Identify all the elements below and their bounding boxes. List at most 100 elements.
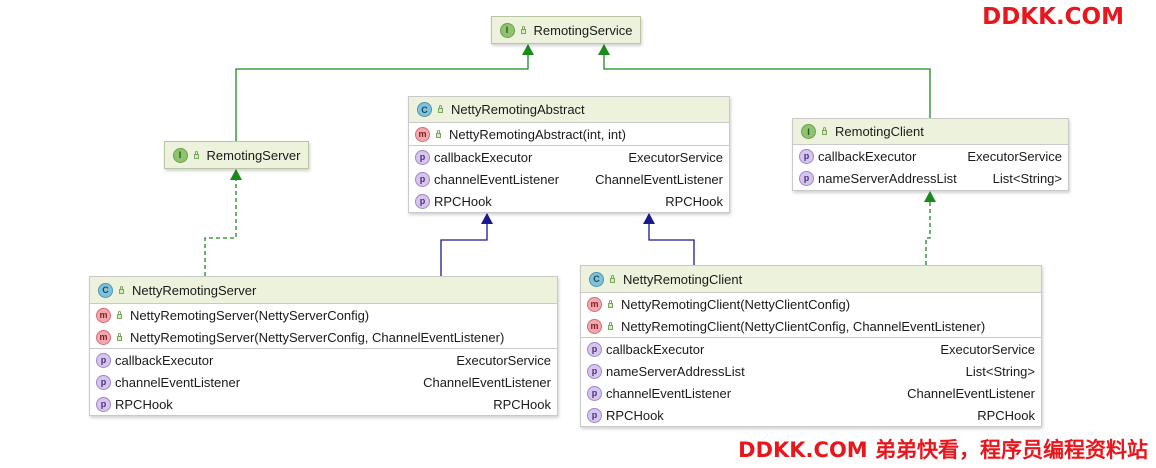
field-row[interactable]: p callbackExecutor ExecutorService <box>793 145 1068 167</box>
method-label: NettyRemotingClient(NettyClientConfig) <box>621 296 851 312</box>
watermark-top: DDKK.COM <box>982 4 1124 30</box>
fields-section: p callbackExecutor ExecutorService p nam… <box>581 338 1041 426</box>
property-icon: p <box>415 193 430 209</box>
method-row[interactable]: m NettyRemotingServer(NettyServerConfig,… <box>90 326 557 348</box>
field-type: RPCHook <box>493 396 551 412</box>
field-type: ExecutorService <box>967 148 1062 164</box>
interface-icon: I <box>801 124 816 139</box>
class-icon: C <box>98 282 113 298</box>
watermark-bottom: DDKK.COM 弟弟快看，程序员编程资料站 <box>738 438 1148 462</box>
field-name: channelEventListener <box>434 171 560 187</box>
property-icon: p <box>415 171 430 187</box>
property-icon: p <box>587 407 602 423</box>
node-remoting-server[interactable]: I RemotingServer <box>164 141 309 169</box>
arrowhead <box>230 169 242 180</box>
node-header: C NettyRemotingServer <box>90 277 557 304</box>
field-name: RPCHook <box>434 193 492 209</box>
public-visibility-icon <box>115 310 124 320</box>
method-icon: m <box>587 318 602 334</box>
method-icon: m <box>96 307 111 323</box>
property-icon: p <box>96 396 111 412</box>
edge-remotingclient-to-remotingservice <box>603 45 931 118</box>
methods-section: m NettyRemotingClient(NettyClientConfig)… <box>581 293 1041 338</box>
node-header: I RemotingServer <box>165 142 308 168</box>
field-row[interactable]: p channelEventListener ChannelEventListe… <box>581 382 1041 404</box>
method-icon: m <box>587 296 602 312</box>
node-title: RemotingServer <box>206 147 301 163</box>
edge-nettyremotingserver-to-remotingserver <box>204 170 237 276</box>
node-netty-remoting-client[interactable]: C NettyRemotingClient m NettyRemotingCli… <box>580 265 1042 427</box>
node-remoting-client[interactable]: I RemotingClient p callbackExecutor Exec… <box>792 118 1069 191</box>
arrowhead <box>598 44 610 55</box>
field-row[interactable]: p nameServerAddressList List<String> <box>793 167 1068 189</box>
method-row[interactable]: m NettyRemotingClient(NettyClientConfig,… <box>581 315 1041 337</box>
field-name: nameServerAddressList <box>606 363 745 379</box>
field-row[interactable]: p callbackExecutor ExecutorService <box>409 146 729 168</box>
arrowhead <box>924 191 936 202</box>
field-row[interactable]: p nameServerAddressList List<String> <box>581 360 1041 382</box>
method-label: NettyRemotingServer(NettyServerConfig) <box>130 307 370 323</box>
property-icon: p <box>587 385 602 401</box>
field-row[interactable]: p callbackExecutor ExecutorService <box>581 338 1041 360</box>
property-icon: p <box>799 148 814 164</box>
class-icon: C <box>417 102 432 117</box>
field-name: callbackExecutor <box>115 352 214 368</box>
interface-icon: I <box>499 22 515 38</box>
field-type: ExecutorService <box>628 149 723 165</box>
field-name: channelEventListener <box>606 385 732 401</box>
method-icon: m <box>96 329 111 345</box>
field-type: List<String> <box>992 170 1062 186</box>
method-row[interactable]: m NettyRemotingServer(NettyServerConfig) <box>90 304 557 326</box>
method-row[interactable]: m NettyRemotingAbstract(int, int) <box>409 123 729 145</box>
field-name: RPCHook <box>606 407 664 423</box>
method-icon: m <box>415 126 430 142</box>
fields-section: p callbackExecutor ExecutorService p cha… <box>409 146 729 212</box>
field-type: RPCHook <box>977 407 1035 423</box>
node-netty-remoting-abstract[interactable]: C NettyRemotingAbstract m NettyRemotingA… <box>408 96 730 213</box>
public-visibility-icon <box>820 127 829 136</box>
field-row[interactable]: p RPCHook RPCHook <box>90 393 557 415</box>
field-row[interactable]: p callbackExecutor ExecutorService <box>90 349 557 371</box>
edge-remotingserver-to-remotingservice <box>235 45 529 141</box>
public-visibility-icon <box>519 25 528 35</box>
node-title: NettyRemotingClient <box>623 271 743 287</box>
field-row[interactable]: p channelEventListener ChannelEventListe… <box>409 168 729 190</box>
field-type: ChannelEventListener <box>907 385 1035 401</box>
class-icon: C <box>589 271 604 287</box>
field-type: ExecutorService <box>940 341 1035 357</box>
public-visibility-icon <box>436 105 445 114</box>
public-visibility-icon <box>606 321 615 331</box>
field-row[interactable]: p channelEventListener ChannelEventListe… <box>90 371 557 393</box>
methods-section: m NettyRemotingServer(NettyServerConfig)… <box>90 304 557 349</box>
node-netty-remoting-server[interactable]: C NettyRemotingServer m NettyRemotingSer… <box>89 276 558 416</box>
field-type: ChannelEventListener <box>423 374 551 390</box>
field-name: callbackExecutor <box>818 148 917 164</box>
arrowhead <box>643 213 655 224</box>
method-label: NettyRemotingAbstract(int, int) <box>449 126 627 142</box>
node-remoting-service[interactable]: I RemotingService <box>491 16 641 44</box>
field-type: ExecutorService <box>456 352 551 368</box>
field-type: RPCHook <box>665 193 723 209</box>
field-name: callbackExecutor <box>606 341 705 357</box>
property-icon: p <box>587 341 602 357</box>
field-row[interactable]: p RPCHook RPCHook <box>409 190 729 212</box>
public-visibility-icon <box>192 150 201 160</box>
field-name: nameServerAddressList <box>818 170 957 186</box>
field-type: List<String> <box>965 363 1035 379</box>
public-visibility-icon <box>608 274 617 284</box>
field-name: channelEventListener <box>115 374 241 390</box>
property-icon: p <box>587 363 602 379</box>
field-row[interactable]: p RPCHook RPCHook <box>581 404 1041 426</box>
property-icon: p <box>96 374 111 390</box>
edge-nettyremotingserver-to-abstract <box>440 214 488 276</box>
public-visibility-icon <box>434 129 443 139</box>
node-title: NettyRemotingAbstract <box>451 102 585 117</box>
edge-nettyremotingclient-to-abstract <box>648 214 695 265</box>
edge-nettyremotingclient-to-remotingclient <box>925 192 931 265</box>
fields-section: p callbackExecutor ExecutorService p nam… <box>793 145 1068 189</box>
property-icon: p <box>799 170 814 186</box>
public-visibility-icon <box>606 299 615 309</box>
public-visibility-icon <box>115 332 124 342</box>
method-row[interactable]: m NettyRemotingClient(NettyClientConfig) <box>581 293 1041 315</box>
